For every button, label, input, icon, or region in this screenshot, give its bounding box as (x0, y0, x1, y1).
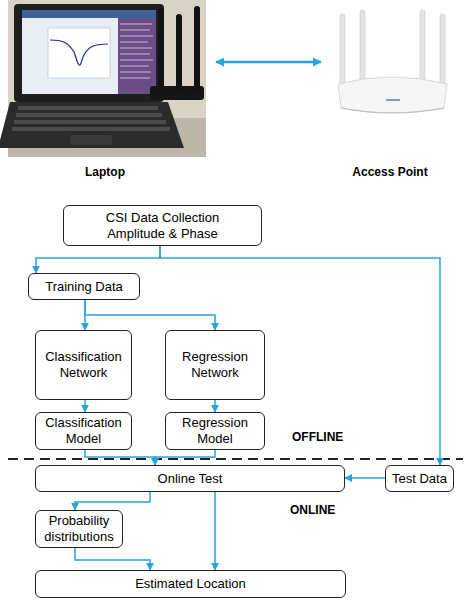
keyboard-rows (12, 108, 170, 129)
process-box: CSI Data Collection Amplitude & Phase (63, 205, 262, 246)
router-antenna (340, 14, 345, 86)
phase-label: OFFLINE (292, 430, 343, 444)
flow-arrow (36, 246, 160, 273)
terminal-panel (118, 18, 156, 94)
box-text: Test Data (392, 471, 447, 487)
process-box: Online Test (35, 465, 345, 492)
antenna (194, 6, 200, 90)
box-text: Probability distributions (38, 513, 120, 545)
plot-area (48, 28, 110, 78)
process-box: Classification Network (35, 330, 132, 400)
flow-arrow (345, 477, 385, 479)
antenna (176, 14, 182, 90)
antenna (158, 8, 164, 88)
router-antenna (360, 10, 365, 82)
box-text: Regression Network (168, 349, 262, 381)
box-text: Classification Network (38, 349, 129, 381)
flow-arrow (160, 246, 440, 465)
router-edge (341, 108, 444, 113)
router-body (338, 77, 447, 113)
box-text: Regression Model (168, 415, 262, 447)
flow-arrow (85, 450, 155, 465)
router-antenna (440, 14, 445, 86)
router-illustration (338, 10, 447, 113)
laptop-screen (22, 10, 156, 94)
router-logo (386, 99, 400, 101)
flow-arrow (214, 400, 216, 412)
terminal-text-lines (120, 24, 153, 78)
process-box: Classification Model (35, 412, 132, 450)
window-titlebar (22, 10, 156, 18)
device-label: Laptop (55, 165, 155, 179)
process-box: Test Data (385, 465, 454, 492)
flow-arrow (75, 548, 150, 570)
plot-curve (50, 40, 108, 65)
process-box: Probability distributions (35, 510, 123, 548)
wireless-link-arrow (216, 61, 321, 64)
phase-label: ONLINE (290, 503, 335, 517)
box-text: Classification Model (38, 415, 129, 447)
flow-arrow (85, 300, 215, 330)
box-text: CSI Data Collection Amplitude & Phase (94, 210, 231, 242)
router-antenna (420, 10, 425, 82)
box-text: Online Test (158, 471, 223, 487)
laptop-photo (0, 0, 206, 157)
laptop-base (0, 102, 184, 148)
flow-arrow (155, 450, 215, 465)
process-box: Estimated Location (35, 570, 346, 598)
flow-arrow (214, 492, 216, 570)
laptop-screen-bezel (14, 4, 164, 102)
process-box: Regression Network (165, 330, 265, 400)
touchpad (70, 135, 112, 145)
flow-arrow (75, 492, 150, 510)
process-box: Regression Model (165, 412, 265, 450)
flow-arrow (84, 400, 86, 412)
box-text: Estimated Location (135, 576, 246, 592)
device-label: Access Point (330, 165, 450, 179)
offline-online-divider (8, 458, 463, 460)
box-text: Training Data (45, 279, 123, 295)
process-box: Training Data (28, 273, 140, 300)
